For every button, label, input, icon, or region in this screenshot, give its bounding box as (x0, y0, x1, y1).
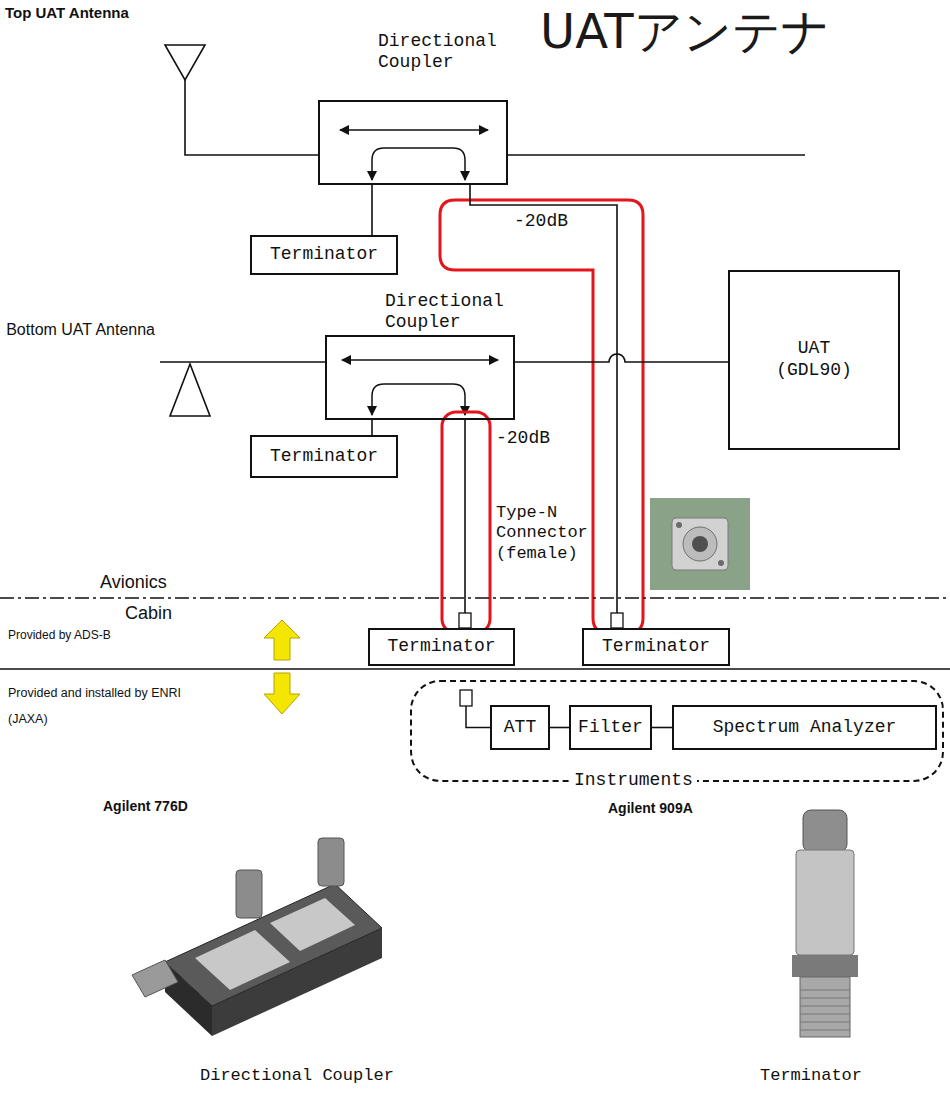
edge-label-holder: -20dB (496, 428, 550, 450)
terminator-photo (796, 850, 854, 955)
coupler-photo (165, 884, 382, 1006)
box-label: UAT (GDL90) (769, 338, 859, 381)
connector-line (652, 727, 672, 729)
coupler-coupled-arrow (372, 148, 465, 180)
connector-line (515, 354, 728, 362)
label-holder: Terminator (760, 1066, 862, 1086)
filter-box: Filter (569, 705, 652, 750)
connector-label: Type-N Connector (female) (496, 503, 594, 564)
box-label: Spectrum Analyzer (713, 717, 897, 739)
box-label: Filter (578, 717, 643, 739)
connector-hole (718, 560, 724, 566)
input-line (466, 706, 490, 728)
connector-line (464, 420, 466, 628)
box-label: Terminator (270, 446, 378, 468)
connector-line (550, 727, 569, 729)
zone-label: Avionics (100, 572, 167, 594)
coupler-connector (236, 870, 262, 918)
terminator-box: Terminator (582, 628, 730, 666)
connector-flange (672, 518, 728, 570)
terminator-thread (800, 990, 850, 1030)
label-holder: Bottom UAT Antenna (5, 320, 155, 339)
coupler-connector (318, 838, 344, 886)
model-label: Agilent 909A (608, 800, 693, 817)
photo-caption: Terminator (760, 1066, 862, 1086)
diagram-title: UATアンテナ (540, 0, 830, 64)
terminator-box: Terminator (250, 435, 398, 478)
label-holder: Directional Coupler (200, 1066, 394, 1086)
connector-barrel (683, 527, 717, 561)
coupler-through-arrow (340, 129, 488, 131)
instruments-region: InstrumentsATTFilterSpectrum Analyzer (410, 680, 944, 782)
antenna-feed-line (160, 361, 325, 363)
photo-caption: Directional Coupler (200, 1066, 394, 1086)
box-label: Terminator (602, 636, 710, 658)
edge-label-holder: -20dB (514, 211, 568, 233)
analyzer-box: Spectrum Analyzer (672, 705, 937, 750)
provider-note: Provided and installed by ENRI (JAXA) (8, 680, 203, 732)
antenna-label: Top UAT Antenna (5, 4, 129, 22)
coupler-label: Directional Coupler (385, 291, 510, 334)
terminator-box: Terminator (250, 235, 398, 275)
zone-label: Cabin (125, 603, 172, 625)
region-label: Instruments (570, 770, 697, 792)
connector-line (371, 185, 373, 235)
connector-hole (676, 522, 682, 528)
coupler-connector (132, 960, 178, 997)
highlight-outline (440, 200, 643, 633)
antenna-label: Bottom UAT Antenna (5, 320, 155, 339)
title-holder: UATアンテナ (540, 0, 830, 64)
terminator-photo (803, 810, 847, 852)
box-label: Terminator (270, 244, 378, 266)
connector-symbol (459, 613, 471, 628)
attenuator-box: ATT (490, 705, 550, 750)
label-holder: Provided by ADS-B (8, 628, 111, 642)
label-holder: Cabin (125, 603, 172, 625)
label-holder: Type-N Connector (female) (496, 503, 594, 564)
yellow-arrow (264, 620, 300, 660)
antenna-feed-line (185, 80, 318, 155)
coupler-coupled-arrow (372, 384, 465, 415)
directional-coupler: Directional Coupler (318, 100, 508, 185)
boundary-line (0, 597, 950, 598)
terminator-photo (800, 977, 850, 1037)
connector-photo (650, 498, 750, 590)
boundary-line (0, 668, 950, 669)
label-holder: Agilent 776D (103, 798, 188, 815)
box-label: Terminator (387, 636, 495, 658)
antenna-symbol (170, 364, 210, 416)
coupling-label: -20dB (496, 428, 550, 450)
coupling-label: -20dB (514, 211, 568, 233)
connector-line (470, 185, 617, 628)
provider-note: Provided by ADS-B (8, 628, 111, 642)
uat-box: UAT (GDL90) (728, 270, 900, 450)
label-holder: Provided and installed by ENRI (JAXA) (8, 680, 203, 732)
coupler-plate (270, 898, 355, 951)
model-label: Agilent 776D (103, 798, 188, 815)
terminator-box: Terminator (368, 628, 515, 666)
coupler-through-arrow (342, 359, 498, 361)
connector-symbol (460, 690, 472, 706)
connector-symbol (611, 613, 623, 628)
terminator-photo (792, 955, 858, 977)
feed-line (508, 154, 805, 156)
yellow-arrow (264, 673, 300, 714)
box-label: ATT (504, 717, 536, 739)
label-holder: Avionics (100, 572, 167, 594)
label-holder: Top UAT Antenna (5, 4, 129, 22)
label-holder: Agilent 909A (608, 800, 693, 817)
connector-line (371, 420, 373, 435)
highlight-outline (442, 412, 490, 633)
antenna-symbol (165, 45, 205, 80)
directional-coupler: Directional Coupler (325, 335, 515, 420)
connector-socket (692, 536, 708, 552)
coupler-plate (195, 930, 290, 990)
coupler-label: Directional Coupler (378, 31, 503, 74)
